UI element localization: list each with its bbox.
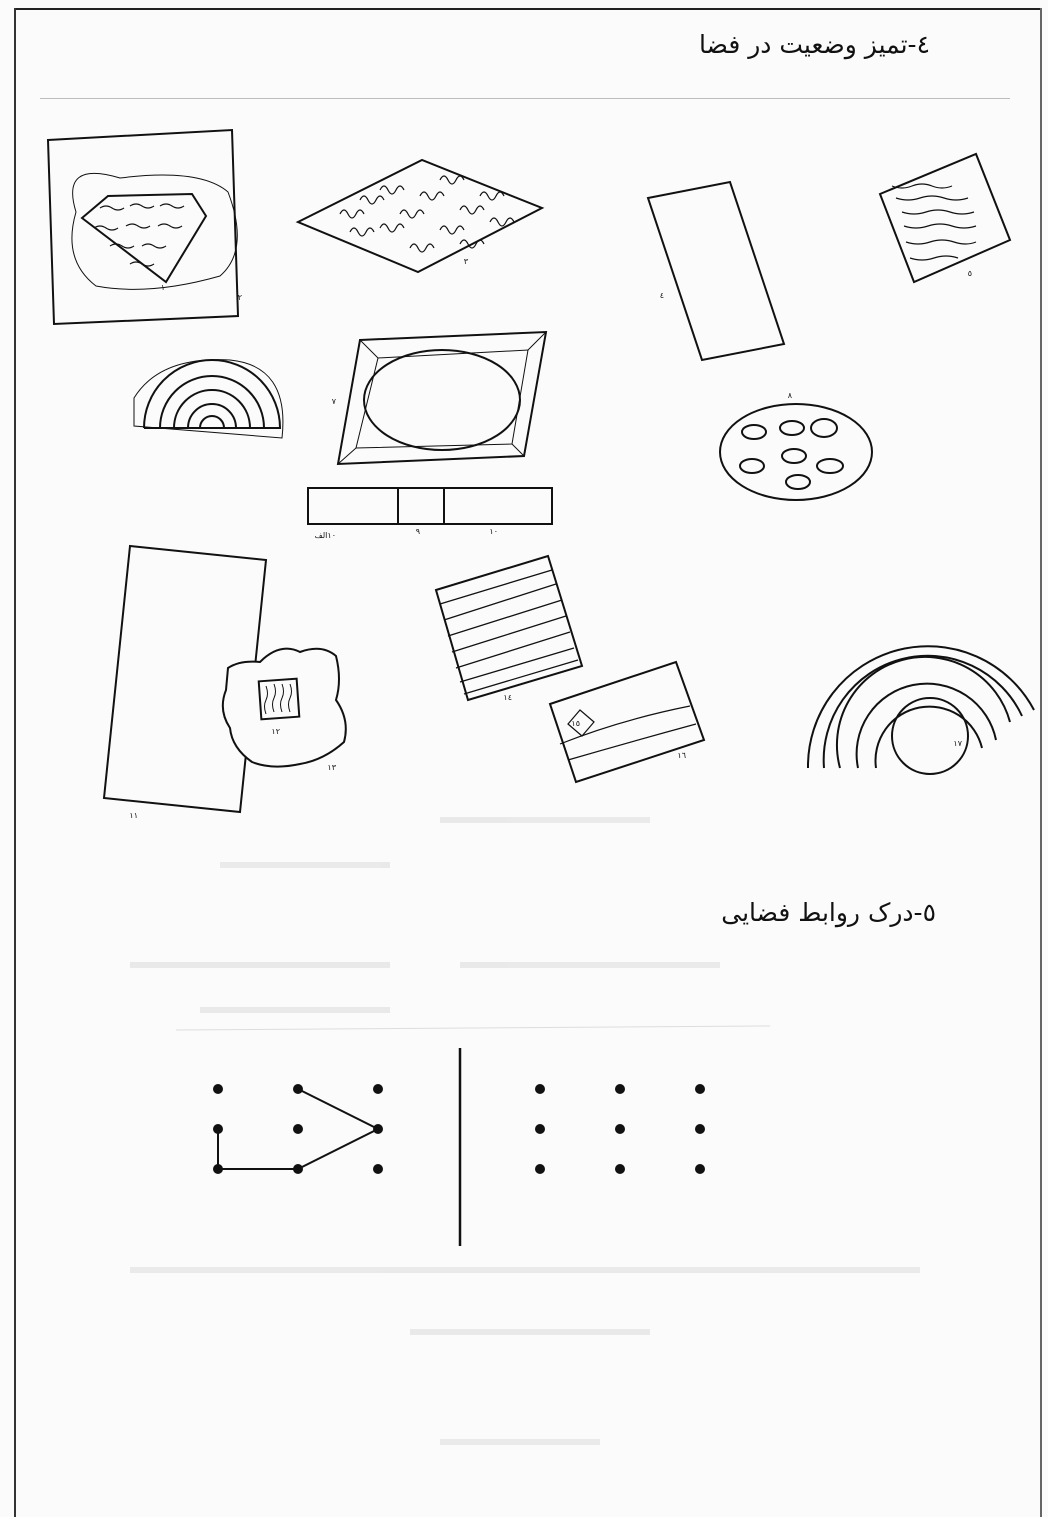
right-dot-grid — [535, 1084, 705, 1174]
left-dot-grid — [213, 1084, 383, 1174]
